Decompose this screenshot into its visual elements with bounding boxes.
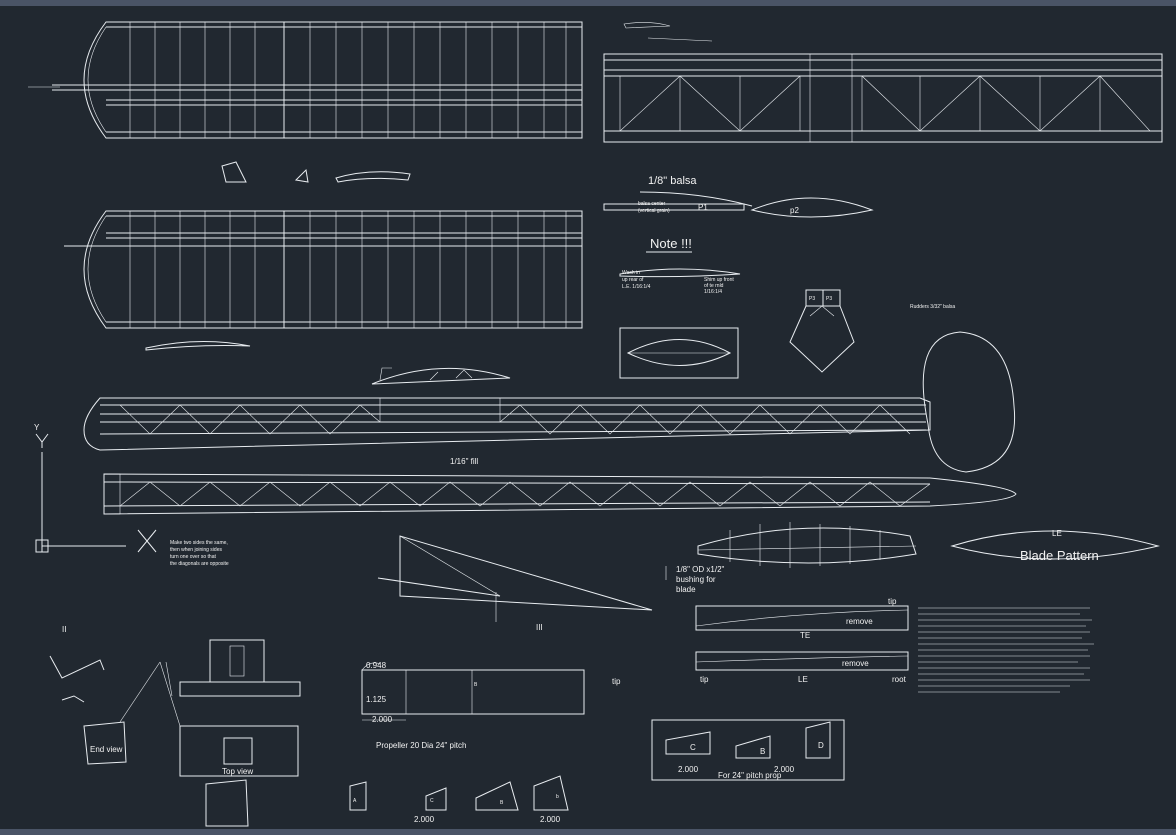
label-p3b: P3 [826,296,832,302]
label-propeller: Propeller 20 Dia 24" pitch [376,741,466,750]
note-section: Note !!! Wash in up rear of L.E. 1/16:1/… [619,236,741,379]
pitch-triangle [377,535,653,622]
label-dim-2000-b: 2.000 [414,815,435,824]
label-te: TE [800,631,810,640]
ucs-icon: Y [34,423,157,553]
label-letter-c2: C [690,743,696,752]
label-wash-in-3: L.E. 1/16:1/4 [622,284,651,290]
label-balsa-center: balsa center [638,201,666,207]
label-letter-b4: B [760,747,765,756]
pitch-prop-box: C B D 2.000 2.000 For 24" pitch prop [651,719,845,781]
label-letter-b3: b [556,794,559,800]
label-bushing-1: 1/8" OD x1/2" [676,565,725,574]
p3-part: P3 P3 Rudders 3/32" balsa [789,289,955,373]
label-shim-1: Shim up front [704,277,734,283]
p1-p2-parts: 1/8" balsa balsa center (vertical grain)… [603,175,874,218]
hub-drilling-fixture: III 0.948 1.125 B 2.000 tip Propeller 20… [361,623,621,750]
label-root: root [892,675,907,684]
label-tip-c: tip [612,677,621,686]
label-letter-c: C [430,798,434,804]
label-p1: P1 [698,203,708,212]
label-end-view: End view [90,745,123,754]
label-shim-2: of te rnld [704,283,724,289]
label-for-24: For 24" pitch prop [718,771,782,780]
label-le-b: LE [798,675,808,684]
label-fill: 1/16" fill [450,457,478,466]
top-window-frame [0,0,1176,6]
fuselage-side: 1/16" fill [83,367,931,466]
label-letter-d: D [818,741,824,750]
label-dim-2000-e: 2.000 [774,765,795,774]
label-dim-2000-a: 2.000 [372,715,393,724]
label-diagonals-3: turn one over so that [170,554,216,560]
bottom-window-frame [0,829,1176,835]
label-roman-iii: III [536,623,543,632]
label-ucs-y: Y [34,423,40,432]
pitch-blocks-bottom: A C B b 2.000 2.000 [349,775,569,824]
label-tip-a: tip [888,597,897,606]
label-bushing-3: blade [676,585,696,594]
label-wash-in-1: Wash in [622,270,640,276]
label-dim-2000-d: 2.000 [678,765,699,774]
label-remove-1: remove [846,617,873,626]
label-bushing-2: bushing for [676,575,716,584]
wing-small-parts [145,161,411,351]
label-diagonals-2: then when joining sides [170,547,222,553]
label-dim-0948: 0.948 [366,661,387,670]
label-le: LE [1052,529,1062,538]
wing-panel-bottom [64,210,583,329]
remove-templates: tip remove TE remove tip LE root [695,597,909,684]
label-blade-pattern: Blade Pattern [1020,548,1099,563]
label-rudders: Rudders 3/32" balsa [910,304,955,310]
label-diagonals-1: Make two sides the same, [170,540,228,546]
label-letter-b2: B [500,800,504,806]
label-top-view: Top view [222,767,253,776]
jig-fixture: II End view Top view [49,625,301,827]
label-p3: P3 [809,296,815,302]
blade-planform: LE Blade Pattern 1/8" OD x1/2" bushing f… [665,522,1160,594]
diagonals-note: Make two sides the same, then when joini… [170,540,229,567]
blueprint-svg: 1/8" balsa balsa center (vertical grain)… [28,21,1163,827]
label-vertical-grain: (vertical grain) [638,208,670,214]
rudder [922,331,1016,473]
label-dim-2000-c: 2.000 [540,815,561,824]
label-dim-1125: 1.125 [366,695,387,704]
label-letter-a: A [353,798,357,804]
cad-drawing-canvas[interactable]: 1/8" balsa balsa center (vertical grain)… [0,6,1176,829]
label-shim-3: 1/16:1/4 [704,289,722,295]
label-wash-in-2: up rear of [622,277,644,283]
label-diagonals-4: the diagonals are opposite [170,561,229,567]
label-remove-2: remove [842,659,869,668]
label-tip-b: tip [700,675,709,684]
label-letter-b: B [474,682,478,688]
fuselage-bottom [103,473,1017,515]
stabilizer-truss [603,22,1163,143]
label-note: Note !!! [650,236,692,251]
label-p2: p2 [790,206,799,215]
label-roman-ii: II [62,625,66,634]
label-balsa-1-8: 1/8" balsa [648,175,697,187]
instruction-text-block [918,607,1094,693]
wing-panel-top [28,21,583,139]
